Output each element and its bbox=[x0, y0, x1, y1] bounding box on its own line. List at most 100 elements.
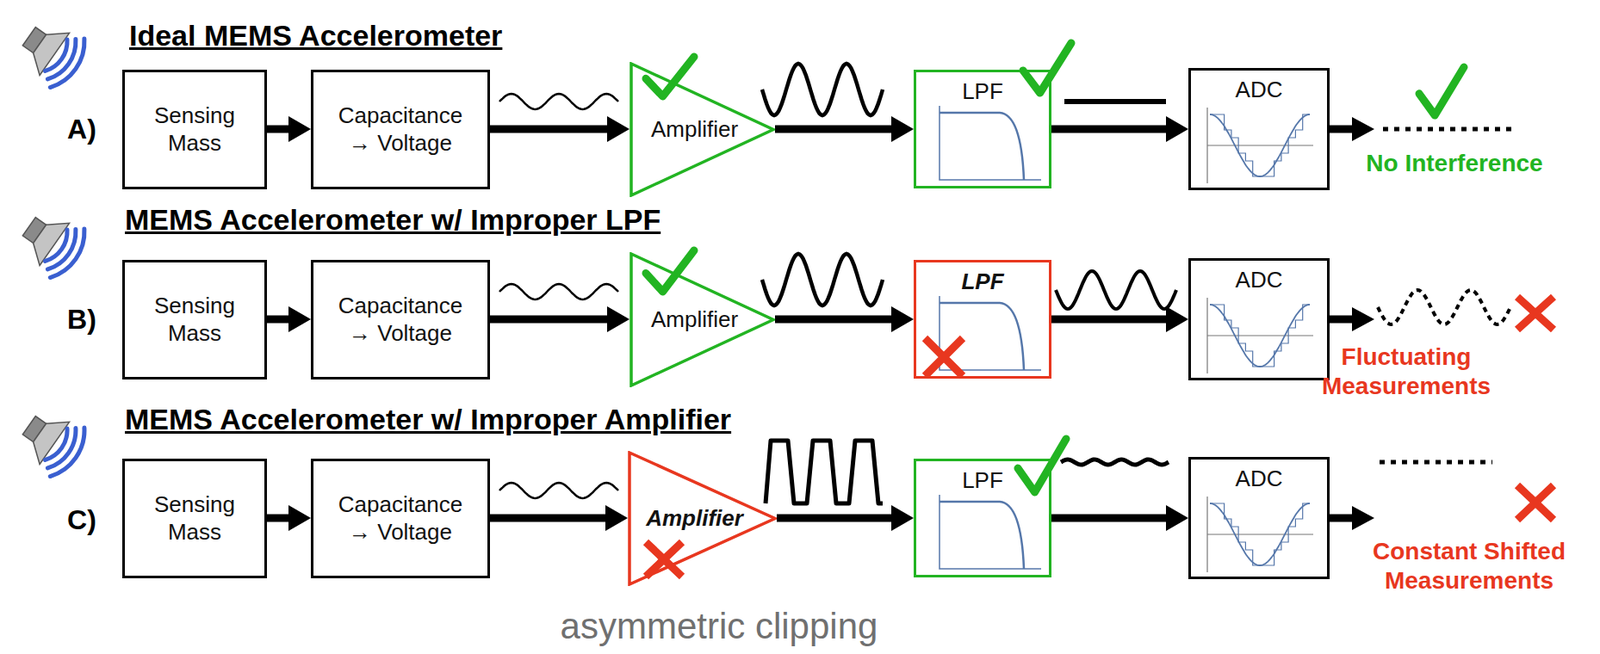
arrow-connector bbox=[1051, 116, 1189, 143]
arrow-connector bbox=[775, 116, 914, 143]
triangle-outline bbox=[631, 254, 774, 386]
arrow-head bbox=[607, 306, 630, 333]
sound-wave bbox=[49, 229, 93, 284]
cross-mark bbox=[1517, 297, 1554, 330]
node-label: Capacitance → Voltage bbox=[338, 291, 464, 348]
adc-box: ADC bbox=[1188, 68, 1330, 191]
node-label: LPF bbox=[961, 466, 1004, 496]
row-title: MEMS Accelerometer w/ Improper LPF bbox=[124, 203, 661, 237]
speaker-cone bbox=[24, 411, 70, 465]
converter-box: Capacitance → Voltage bbox=[310, 260, 490, 380]
output-arrow-head bbox=[1351, 506, 1375, 531]
arrow-connector bbox=[776, 505, 914, 532]
arrow-connector bbox=[489, 505, 628, 532]
node-label: Amplifier bbox=[645, 504, 744, 534]
connector-shaft bbox=[1051, 125, 1170, 134]
lpf-response-graph bbox=[939, 105, 1042, 180]
arrow-head bbox=[1165, 306, 1189, 333]
arrow-head bbox=[605, 505, 628, 532]
adc-quantization-graph bbox=[1207, 297, 1314, 374]
connector-shaft bbox=[266, 125, 292, 134]
arrow-head bbox=[891, 116, 914, 143]
graph-axes bbox=[939, 105, 1042, 180]
node-label: Sensing Mass bbox=[154, 490, 236, 547]
connector-shaft bbox=[776, 514, 895, 523]
arrow-connector bbox=[489, 306, 630, 333]
arrow-head bbox=[288, 306, 311, 333]
lowpass-curve bbox=[939, 502, 1024, 570]
small-signal-wave bbox=[499, 284, 619, 300]
amplifier-triangle: Amplifier bbox=[627, 451, 777, 587]
speaker-cone bbox=[24, 22, 70, 75]
connector-shaft bbox=[489, 316, 611, 324]
analog-sine bbox=[1209, 114, 1310, 177]
fluctuating-output-trace bbox=[1377, 290, 1511, 325]
small-signal-wave bbox=[499, 483, 619, 499]
node-label: Amplifier bbox=[651, 305, 738, 335]
analog-sine bbox=[1209, 304, 1310, 367]
lpf-response-graph bbox=[939, 296, 1042, 371]
steady-output-trace bbox=[1382, 127, 1516, 132]
cross-mark bbox=[924, 338, 963, 377]
arrow-head bbox=[288, 116, 311, 143]
node-label: ADC bbox=[1235, 465, 1284, 494]
quantized-steps bbox=[1209, 304, 1310, 367]
cross-stroke bbox=[924, 338, 963, 377]
figure-caption: asymmetric clipping bbox=[560, 606, 879, 648]
output-arrow-head bbox=[1351, 117, 1375, 142]
row-letter: A) bbox=[67, 113, 97, 146]
connector-shaft bbox=[489, 514, 609, 523]
converter-box: Capacitance → Voltage bbox=[310, 69, 490, 190]
connector-shaft bbox=[1051, 316, 1170, 324]
node-label: LPF bbox=[961, 267, 1004, 297]
row-title: MEMS Accelerometer w/ Improper Amplifier bbox=[124, 403, 732, 437]
arrow-head bbox=[1165, 116, 1189, 143]
amplifier-triangle: Amplifier bbox=[629, 62, 776, 198]
speaker-icon bbox=[12, 12, 94, 94]
triangle-outline bbox=[631, 63, 774, 196]
arrow-head bbox=[288, 505, 311, 532]
output-arrow-head bbox=[1351, 307, 1375, 332]
quantized-steps bbox=[1209, 503, 1310, 566]
node-label: ADC bbox=[1235, 266, 1284, 295]
arrow-connector bbox=[1051, 306, 1189, 333]
clipped-wave bbox=[765, 440, 883, 504]
adc-quantization-graph bbox=[1207, 107, 1314, 184]
row-letter: C) bbox=[67, 504, 97, 537]
check-mark bbox=[1017, 439, 1067, 493]
lpf-response-graph bbox=[939, 495, 1042, 570]
adc-box: ADC bbox=[1188, 258, 1330, 381]
arrow-connector bbox=[266, 116, 311, 143]
arrow-connector bbox=[1051, 505, 1189, 532]
converter-box: Capacitance → Voltage bbox=[310, 458, 490, 579]
node-label: Capacitance → Voltage bbox=[338, 101, 464, 158]
result-text: No Interference bbox=[1365, 148, 1543, 179]
arrow-connector bbox=[266, 505, 311, 532]
node-label: Amplifier bbox=[651, 115, 738, 144]
arrow-head bbox=[1165, 505, 1189, 532]
triangle-outline bbox=[629, 452, 776, 585]
arrow-head bbox=[607, 116, 630, 143]
graph-axes bbox=[1207, 107, 1314, 184]
sound-wave bbox=[45, 229, 74, 266]
result-text: Constant Shifted Measurements bbox=[1356, 537, 1582, 596]
output-arrow-shaft bbox=[1329, 514, 1354, 523]
sound-wave bbox=[49, 427, 93, 483]
shifted-filtered-signal bbox=[1060, 459, 1169, 466]
speaker-icon bbox=[12, 202, 94, 284]
shifted-output-trace bbox=[1379, 460, 1493, 466]
arrow-connector bbox=[489, 116, 630, 143]
leaked-wave bbox=[1055, 271, 1177, 310]
node-label: Capacitance → Voltage bbox=[338, 490, 464, 547]
connector-shaft bbox=[775, 125, 895, 134]
cross-stroke bbox=[645, 542, 683, 577]
sensing-mass-box: Sensing Mass bbox=[122, 458, 267, 579]
speaker-cone bbox=[24, 212, 70, 266]
lowpass-curve bbox=[939, 303, 1024, 371]
cross-mark bbox=[1517, 485, 1554, 521]
cross-stroke bbox=[1517, 297, 1554, 330]
output-arrow-shaft bbox=[1329, 316, 1354, 324]
